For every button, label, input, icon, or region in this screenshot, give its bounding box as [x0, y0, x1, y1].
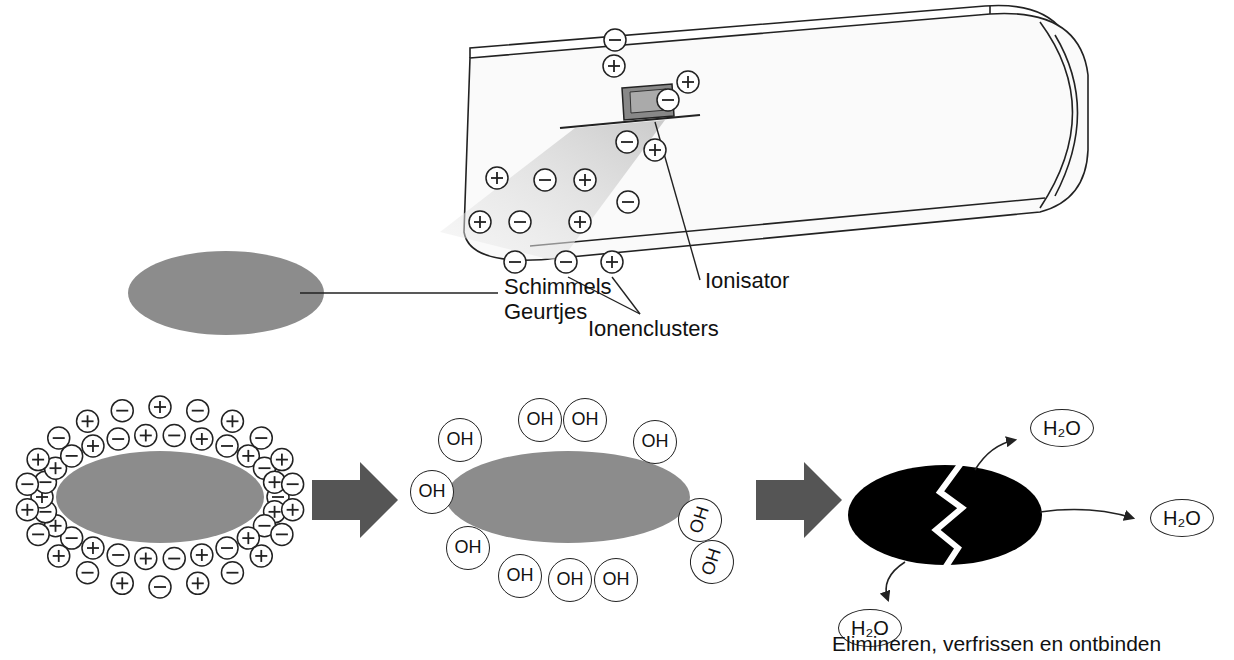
hydroxyl-text: OH	[603, 570, 630, 590]
airflow	[440, 120, 665, 262]
mould-particle	[128, 251, 324, 335]
negative-ion	[77, 562, 99, 584]
hydroxyl-text: OH	[507, 566, 534, 586]
positive-ion	[82, 537, 104, 559]
hydroxyl-text: OH	[447, 430, 474, 450]
hydroxyl-text: OH	[698, 546, 725, 578]
positive-ion	[271, 449, 293, 471]
negative-ion	[604, 29, 626, 51]
positive-ion	[469, 211, 491, 233]
positive-ion	[187, 572, 209, 594]
hydroxyl-text: OH	[455, 538, 482, 558]
positive-ion	[603, 55, 625, 77]
negative-ion	[250, 427, 272, 449]
hydroxyl-circle: OH	[446, 526, 490, 570]
negative-ion	[504, 251, 526, 273]
positive-ion	[149, 396, 171, 418]
negative-ion	[187, 400, 209, 422]
negative-ion	[163, 548, 185, 570]
leader-lines	[300, 122, 700, 314]
hydroxyl-circle: OH	[518, 398, 562, 442]
positive-ion	[250, 545, 272, 567]
positive-ion	[48, 545, 70, 567]
hydroxyl-circle: OH	[498, 554, 542, 598]
negative-ion	[534, 169, 556, 191]
hydroxyl-circle: OH	[594, 558, 638, 602]
hydroxyl-circle: OH	[563, 398, 607, 442]
part-label: Ionenclusters	[588, 316, 719, 341]
positive-ion	[644, 139, 666, 161]
hydroxyl-circle: OH	[684, 534, 739, 589]
negative-ion	[216, 537, 238, 559]
hydroxyl-text: OH	[686, 504, 713, 536]
hydroxyl-text: OH	[419, 482, 446, 502]
hydroxyl-text: OH	[642, 432, 669, 452]
hydroxyl-circle: OH	[438, 418, 482, 462]
positive-ion	[282, 499, 304, 521]
positive-ion	[16, 499, 38, 521]
negative-ion	[271, 523, 293, 545]
negative-ion	[27, 523, 49, 545]
positive-ion	[601, 251, 623, 273]
positive-ion	[677, 71, 699, 93]
water-text: H₂O	[1043, 417, 1081, 439]
positive-ion	[191, 428, 213, 450]
ion-symbols	[16, 29, 699, 598]
negative-ion	[216, 435, 238, 457]
process-arrow	[312, 462, 398, 538]
negative-ion	[149, 576, 171, 598]
negative-ion	[48, 427, 70, 449]
negative-ion	[111, 400, 133, 422]
negative-ion	[282, 473, 304, 495]
hydroxyl-circle: OH	[633, 420, 677, 464]
water-text: H₂O	[1163, 507, 1201, 529]
part-label: Ionisator	[705, 268, 789, 293]
positive-ion	[574, 169, 596, 191]
negative-ion	[107, 544, 129, 566]
mould-particle	[56, 451, 264, 543]
positive-ion	[191, 544, 213, 566]
caption-text: Elimineren, verfrissen en ontbinden	[832, 632, 1161, 656]
positive-ion	[569, 211, 591, 233]
positive-ion	[82, 435, 104, 457]
positive-ion	[135, 424, 157, 446]
negative-ion	[657, 89, 679, 111]
water-oval: H₂O	[1150, 499, 1214, 537]
negative-ion	[509, 211, 531, 233]
positive-ion	[135, 548, 157, 570]
broken-particle	[848, 462, 1042, 568]
negative-ion	[107, 428, 129, 450]
positive-ion	[111, 572, 133, 594]
positive-ion	[486, 167, 508, 189]
negative-ion	[221, 562, 243, 584]
positive-ion	[221, 410, 243, 432]
negative-ion	[555, 251, 577, 273]
negative-ion	[617, 191, 639, 213]
positive-ion	[77, 410, 99, 432]
hydroxyl-text: OH	[572, 410, 599, 430]
negative-ion	[163, 424, 185, 446]
negative-ion	[616, 131, 638, 153]
hydroxyl-text: OH	[527, 410, 554, 430]
hydroxyl-text: OH	[557, 570, 584, 590]
mould-particle	[446, 451, 690, 543]
process-arrow	[756, 462, 842, 538]
release-arrow	[886, 440, 1133, 600]
negative-ion	[16, 473, 38, 495]
hydroxyl-circle: OH	[548, 558, 592, 602]
positive-ion	[27, 449, 49, 471]
hydroxyl-circle: OH	[410, 470, 454, 514]
water-oval: H₂O	[1030, 409, 1094, 447]
